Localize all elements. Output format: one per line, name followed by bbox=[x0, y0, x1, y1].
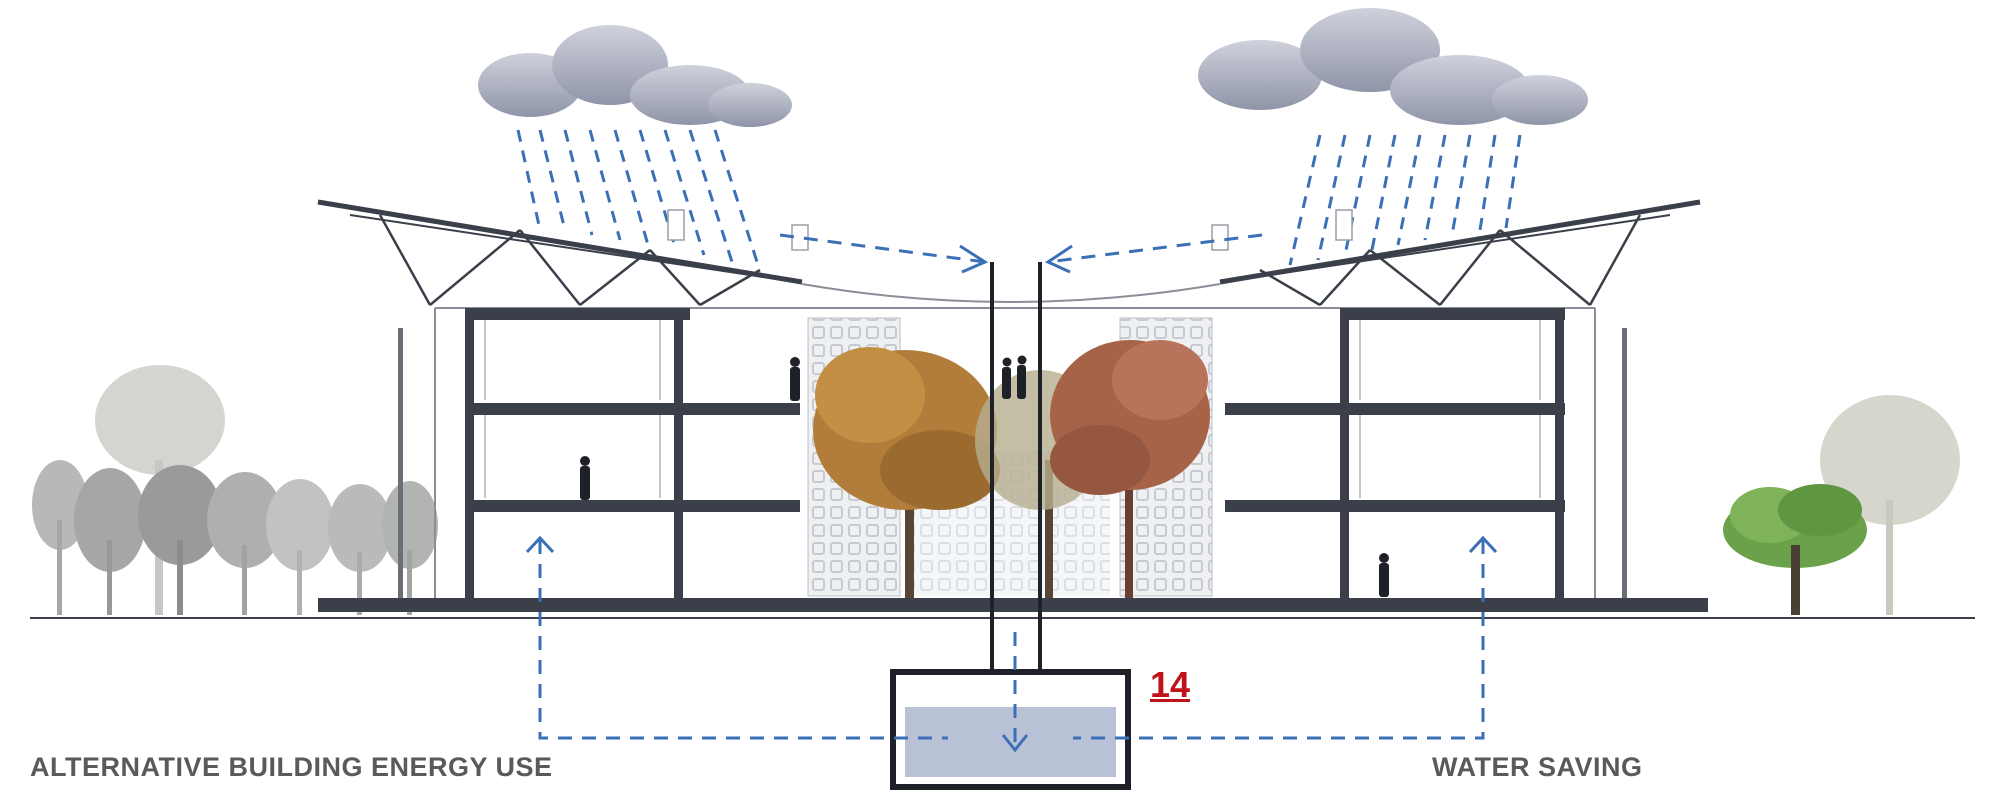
reference-number: 14 bbox=[1150, 664, 1191, 705]
tree-icon bbox=[1723, 395, 1960, 615]
cloud-icon bbox=[478, 25, 792, 127]
cloud-icon bbox=[1198, 8, 1588, 125]
caption-energy-use: ALTERNATIVE BUILDING ENERGY USE bbox=[30, 752, 553, 782]
rain-icon bbox=[516, 129, 760, 266]
cistern-icon bbox=[890, 669, 1131, 790]
rain-icon bbox=[1288, 134, 1522, 266]
arrow-icon bbox=[538, 233, 1485, 750]
arrow-icon bbox=[525, 244, 1498, 753]
person-icon bbox=[580, 355, 1389, 597]
roof-truss bbox=[317, 199, 1701, 307]
vent-stack bbox=[667, 209, 1353, 251]
caption-water-saving: WATER SAVING bbox=[1432, 752, 1643, 782]
tree-icon bbox=[32, 365, 438, 615]
